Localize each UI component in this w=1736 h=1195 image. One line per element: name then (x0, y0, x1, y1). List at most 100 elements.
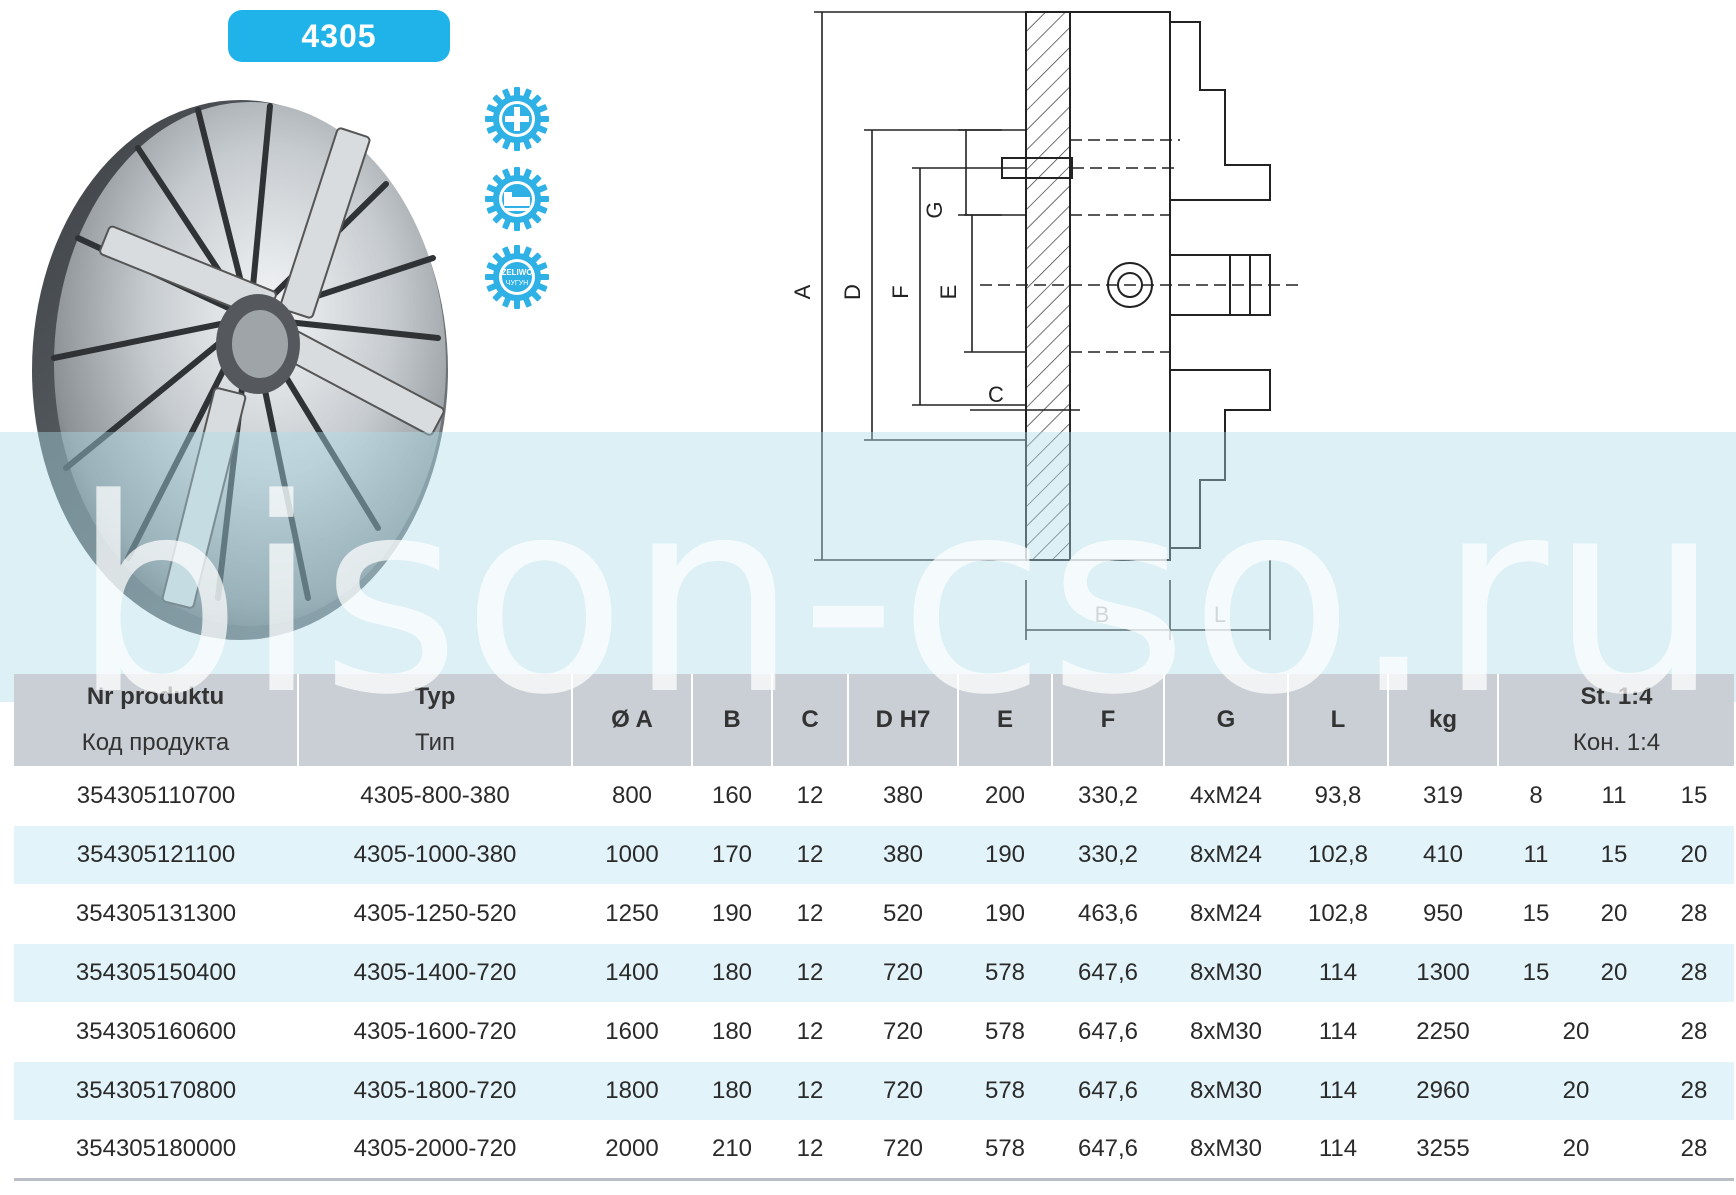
cell-taper-1: 15 (1498, 942, 1574, 1002)
header-g: G (1164, 674, 1289, 766)
cell-d: 520 (848, 883, 958, 943)
header-f: F (1052, 674, 1165, 766)
cell-g: 8xM30 (1164, 942, 1288, 1002)
header-type-ru: Тип (298, 720, 573, 766)
cell-l: 114 (1288, 942, 1388, 1002)
cell-type: 4305-1400-720 (298, 942, 572, 1002)
header-c: C (772, 674, 849, 766)
cell-a: 1250 (572, 883, 692, 943)
cell-taper-3: 15 (1654, 765, 1734, 825)
cell-c: 12 (772, 1001, 848, 1061)
cell-taper-1: 15 (1498, 883, 1574, 943)
cell-taper-1: 8 (1498, 765, 1574, 825)
cell-taper-12: 20 (1498, 1060, 1654, 1120)
cell-e: 200 (958, 765, 1052, 825)
cell-l: 114 (1288, 1119, 1388, 1181)
cell-type: 4305-1250-520 (298, 883, 572, 943)
cell-kg: 1300 (1388, 942, 1498, 1002)
cell-a: 1000 (572, 824, 692, 884)
cell-kg: 950 (1388, 883, 1498, 943)
cell-f: 330,2 (1052, 765, 1164, 825)
cell-code: 354305170800 (14, 1060, 298, 1120)
cell-e: 578 (958, 1060, 1052, 1120)
cell-taper-3: 20 (1654, 824, 1734, 884)
cell-c: 12 (772, 883, 848, 943)
cell-taper-12: 20 (1498, 1001, 1654, 1061)
table-row: 354305121100 4305-1000-380 1000 170 12 3… (14, 824, 1734, 884)
table-row: 354305160600 4305-1600-720 1600 180 12 7… (14, 1001, 1734, 1061)
header-kg: kg (1388, 674, 1499, 766)
cell-d: 720 (848, 1119, 958, 1181)
dim-label-d: D (840, 284, 865, 300)
dim-label-e: E (936, 285, 961, 300)
cell-e: 190 (958, 824, 1052, 884)
header-taper-pl: St. 1:4 (1498, 674, 1734, 720)
header-l: L (1288, 674, 1389, 766)
material-text-top: ŻELIWO (501, 268, 532, 277)
cell-e: 578 (958, 1119, 1052, 1181)
cell-c: 12 (772, 1119, 848, 1181)
gear-profile-icon (484, 166, 550, 232)
header-type-pl: Typ (298, 674, 573, 720)
cell-f: 330,2 (1052, 824, 1164, 884)
cell-f: 647,6 (1052, 1119, 1164, 1181)
cell-g: 4xM24 (1164, 765, 1288, 825)
cell-taper-12: 20 (1498, 1119, 1654, 1181)
cell-taper-3: 28 (1654, 883, 1734, 943)
table-row: 354305150400 4305-1400-720 1400 180 12 7… (14, 942, 1734, 1002)
cell-d: 380 (848, 824, 958, 884)
dim-label-g: G (922, 201, 947, 218)
cell-b: 180 (692, 1060, 772, 1120)
dim-label-f: F (888, 285, 913, 298)
cell-e: 190 (958, 883, 1052, 943)
cell-code: 354305160600 (14, 1001, 298, 1061)
cell-taper-3: 28 (1654, 942, 1734, 1002)
material-text-bottom: ЧУГУН (506, 280, 528, 287)
cell-b: 180 (692, 1001, 772, 1061)
cell-a: 800 (572, 765, 692, 825)
header-code-pl: Nr produktu (14, 674, 299, 720)
cell-c: 12 (772, 942, 848, 1002)
gear-cross-icon (484, 86, 550, 152)
cell-code: 354305150400 (14, 942, 298, 1002)
cell-f: 647,6 (1052, 1001, 1164, 1061)
table-row: 354305131300 4305-1250-520 1250 190 12 5… (14, 883, 1734, 943)
cell-code: 354305131300 (14, 883, 298, 943)
cell-d: 720 (848, 1001, 958, 1061)
cell-kg: 2250 (1388, 1001, 1498, 1061)
technical-drawing: A D F E G C B L (780, 0, 1320, 660)
spec-table: Nr produktu Typ Ø A B C D H7 E F G L kg … (14, 674, 1734, 1181)
cell-e: 578 (958, 942, 1052, 1002)
cell-d: 380 (848, 765, 958, 825)
table-row: 354305170800 4305-1800-720 1800 180 12 7… (14, 1060, 1734, 1120)
header-d: D H7 (848, 674, 959, 766)
cell-a: 1400 (572, 942, 692, 1002)
cell-type: 4305-1600-720 (298, 1001, 572, 1061)
cell-taper-3: 28 (1654, 1001, 1734, 1061)
cell-kg: 2960 (1388, 1060, 1498, 1120)
dim-label-a: A (790, 284, 815, 299)
cell-taper-1: 11 (1498, 824, 1574, 884)
cell-kg: 3255 (1388, 1119, 1498, 1181)
header-b: B (692, 674, 773, 766)
cell-a: 1800 (572, 1060, 692, 1120)
faceplate-chuck-photo (18, 88, 458, 648)
watermark-band (0, 432, 1736, 702)
cell-a: 1600 (572, 1001, 692, 1061)
cell-d: 720 (848, 1060, 958, 1120)
gear-material-icon: ŻELIWO ЧУГУН (484, 244, 550, 310)
cell-g: 8xM30 (1164, 1060, 1288, 1120)
cell-code: 354305180000 (14, 1119, 298, 1181)
cell-d: 720 (848, 942, 958, 1002)
cell-c: 12 (772, 765, 848, 825)
cell-code: 354305110700 (14, 765, 298, 825)
cell-f: 463,6 (1052, 883, 1164, 943)
cell-l: 102,8 (1288, 883, 1388, 943)
cell-taper-2: 11 (1574, 765, 1654, 825)
cell-type: 4305-2000-720 (298, 1119, 572, 1181)
header-a: Ø A (572, 674, 693, 766)
dim-label-l: L (1214, 602, 1226, 627)
cell-c: 12 (772, 1060, 848, 1120)
cell-b: 170 (692, 824, 772, 884)
header-taper-ru: Кон. 1:4 (1498, 720, 1734, 766)
